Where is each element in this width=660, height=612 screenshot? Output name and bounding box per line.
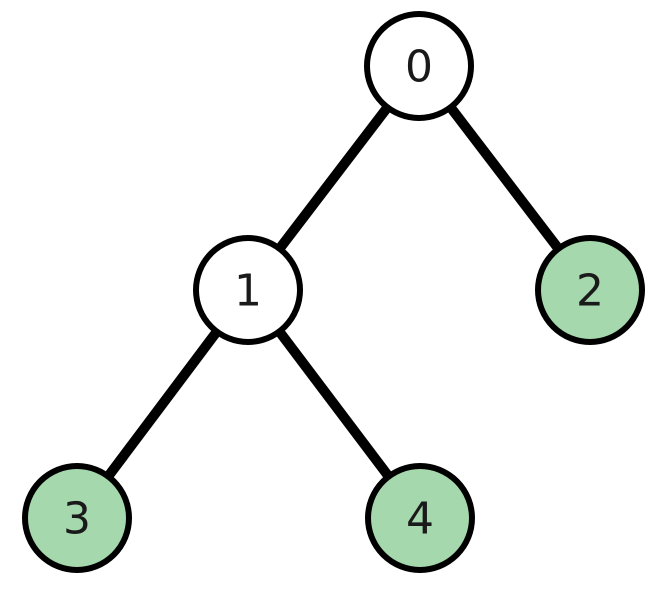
tree-node-circle-2[interactable]: [535, 235, 645, 345]
tree-node-1[interactable]: 1: [193, 235, 303, 345]
tree-node-circle-0[interactable]: [364, 11, 474, 121]
edge-layer: [104, 104, 563, 480]
tree-node-circle-3[interactable]: [22, 463, 132, 573]
node-layer: 0 1 2 3 4: [22, 11, 645, 573]
tree-node-label-0: 0: [405, 42, 433, 93]
tree-node-label-3: 3: [63, 494, 91, 545]
tree-edge-0-2: [446, 104, 563, 252]
tree-node-circle-4[interactable]: [365, 463, 475, 573]
tree-edge-1-3: [104, 328, 221, 480]
tree-node-2[interactable]: 2: [535, 235, 645, 345]
tree-node-label-4: 4: [406, 494, 434, 545]
tree-node-3[interactable]: 3: [22, 463, 132, 573]
tree-node-4[interactable]: 4: [365, 463, 475, 573]
tree-edge-1-4: [275, 328, 393, 480]
tree-node-circle-1[interactable]: [193, 235, 303, 345]
tree-node-label-1: 1: [234, 266, 262, 317]
tree-edge-0-1: [275, 104, 392, 252]
tree-node-label-2: 2: [576, 266, 604, 317]
tree-node-0[interactable]: 0: [364, 11, 474, 121]
